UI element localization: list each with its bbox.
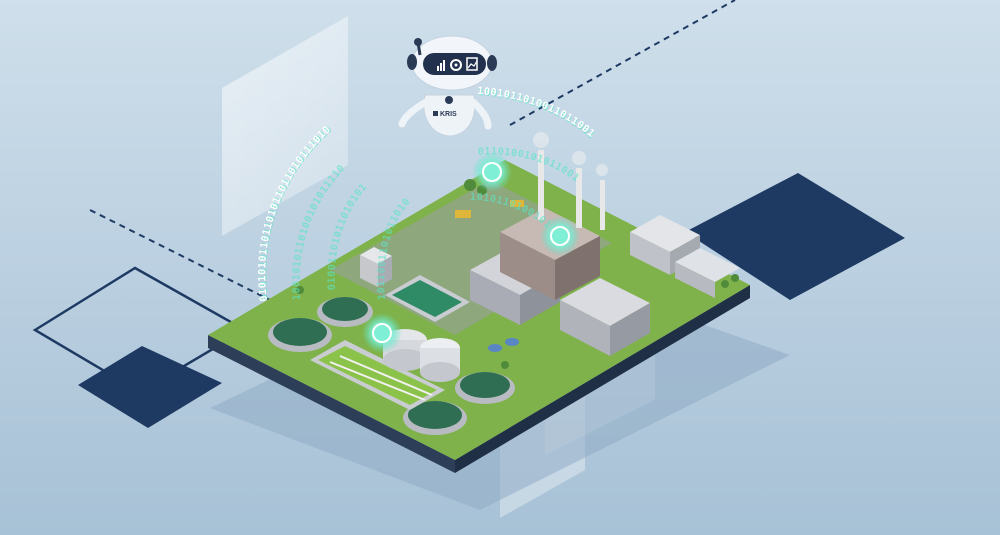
dashed-line-top [509, 0, 736, 126]
navy-diamond-right [685, 173, 905, 300]
water-treatment-area [268, 275, 515, 435]
navy-diamond-left [78, 346, 222, 428]
robot-kris: KRIS [398, 35, 497, 137]
platform-side-left [208, 335, 455, 473]
glowing-nodes [362, 152, 580, 353]
robot-right-ear [487, 55, 497, 71]
robot-logo-icon [433, 111, 438, 116]
glass-panel-top-left [222, 16, 348, 236]
doc-chart-icon [466, 57, 478, 71]
robot-chest-light [445, 96, 453, 104]
gear-icon [450, 59, 462, 71]
platform-side-right [455, 285, 750, 473]
robot-left-ear [407, 54, 417, 70]
dashed-line-left [89, 209, 271, 301]
robot-right-arm [469, 98, 492, 130]
robot-chest-label: KRIS [440, 111, 457, 118]
bar-chart-icon [437, 60, 445, 71]
robot-left-arm [398, 98, 430, 128]
